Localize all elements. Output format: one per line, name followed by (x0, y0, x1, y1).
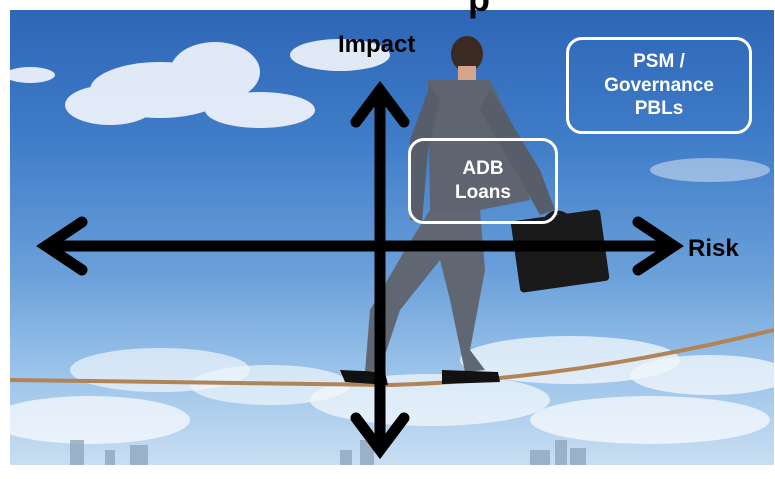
clouds (10, 39, 774, 444)
impact-axis (350, 80, 410, 460)
scene-illustration (10, 36, 774, 465)
tightrope (10, 328, 774, 388)
city-skyline (70, 440, 586, 465)
psm-box-line1: PSM / (633, 50, 685, 72)
background-photo (10, 10, 774, 465)
adb-box-line1: ADB (462, 158, 504, 180)
psm-box-line2: Governance (604, 74, 714, 96)
impact-axis-label: Impact (338, 31, 416, 58)
adb-loans-box: ADB Loans (408, 138, 558, 224)
risk-axis (36, 216, 684, 276)
psm-box-line3: PBLs (634, 98, 684, 120)
risk-axis-label: Risk (688, 235, 739, 262)
adb-box-line2: Loans (455, 182, 511, 203)
psm-governance-box: PSM / Governance PBLs (566, 37, 752, 134)
slide-title-fragment: p (468, 0, 490, 20)
